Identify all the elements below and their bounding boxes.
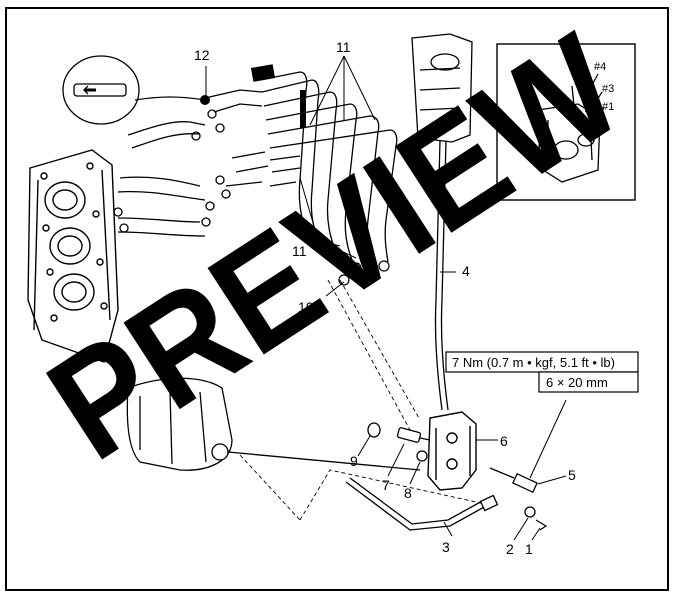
callout-6: 6 (500, 433, 508, 449)
bolt-size-row (538, 371, 639, 393)
inset-label-cyl3: #3 (602, 83, 614, 95)
callout-12: 12 (194, 47, 210, 63)
o-ring-9 (367, 422, 381, 438)
callout-4: 4 (462, 263, 470, 279)
callout-3: 3 (442, 539, 450, 555)
clip-1 (535, 519, 548, 531)
callout-9: 9 (350, 453, 358, 469)
torque-spec-text: 7 Nm (0.7 m • kgf, 5.1 ft • lb) (452, 355, 615, 370)
fuel-hose-4 (434, 139, 449, 411)
lower-body (126, 377, 421, 471)
fuel-pipe-3 (345, 477, 499, 531)
leader-lines (205, 55, 567, 541)
callout-8: 8 (404, 485, 412, 501)
o-ring-8 (416, 450, 428, 462)
fittings-10 (338, 260, 390, 286)
bolt-size-text: 6 × 20 mm (546, 375, 608, 390)
guide-lines (239, 279, 491, 521)
check-valve-7 (396, 427, 431, 443)
engine-block (27, 149, 119, 363)
bolt-5 (489, 467, 538, 494)
callout-5: 5 (568, 467, 576, 483)
callout-10: 10 (298, 299, 314, 315)
callout-7: 7 (382, 477, 390, 493)
magnifier-bubble (62, 55, 206, 125)
callout-1: 1 (525, 541, 533, 557)
callout-11-top: 11 (336, 39, 351, 55)
fuel-pump-6 (427, 411, 477, 491)
callout-11-mid: 11 (292, 243, 307, 259)
fuel-pump-top (411, 33, 473, 143)
inset-label-cyl4: #4 (594, 61, 606, 73)
inset-label-cyl1: #1 (602, 101, 614, 113)
washer-2 (524, 506, 536, 518)
callout-2: 2 (506, 541, 514, 557)
inset-label-cyl2: #2 (538, 77, 550, 89)
torque-spec-box: 7 Nm (0.7 m • kgf, 5.1 ft • lb) 6 × 20 m… (445, 351, 639, 393)
fitting-12 (200, 95, 210, 105)
inset-detail: #4 #3 #1 #2 (496, 43, 636, 201)
